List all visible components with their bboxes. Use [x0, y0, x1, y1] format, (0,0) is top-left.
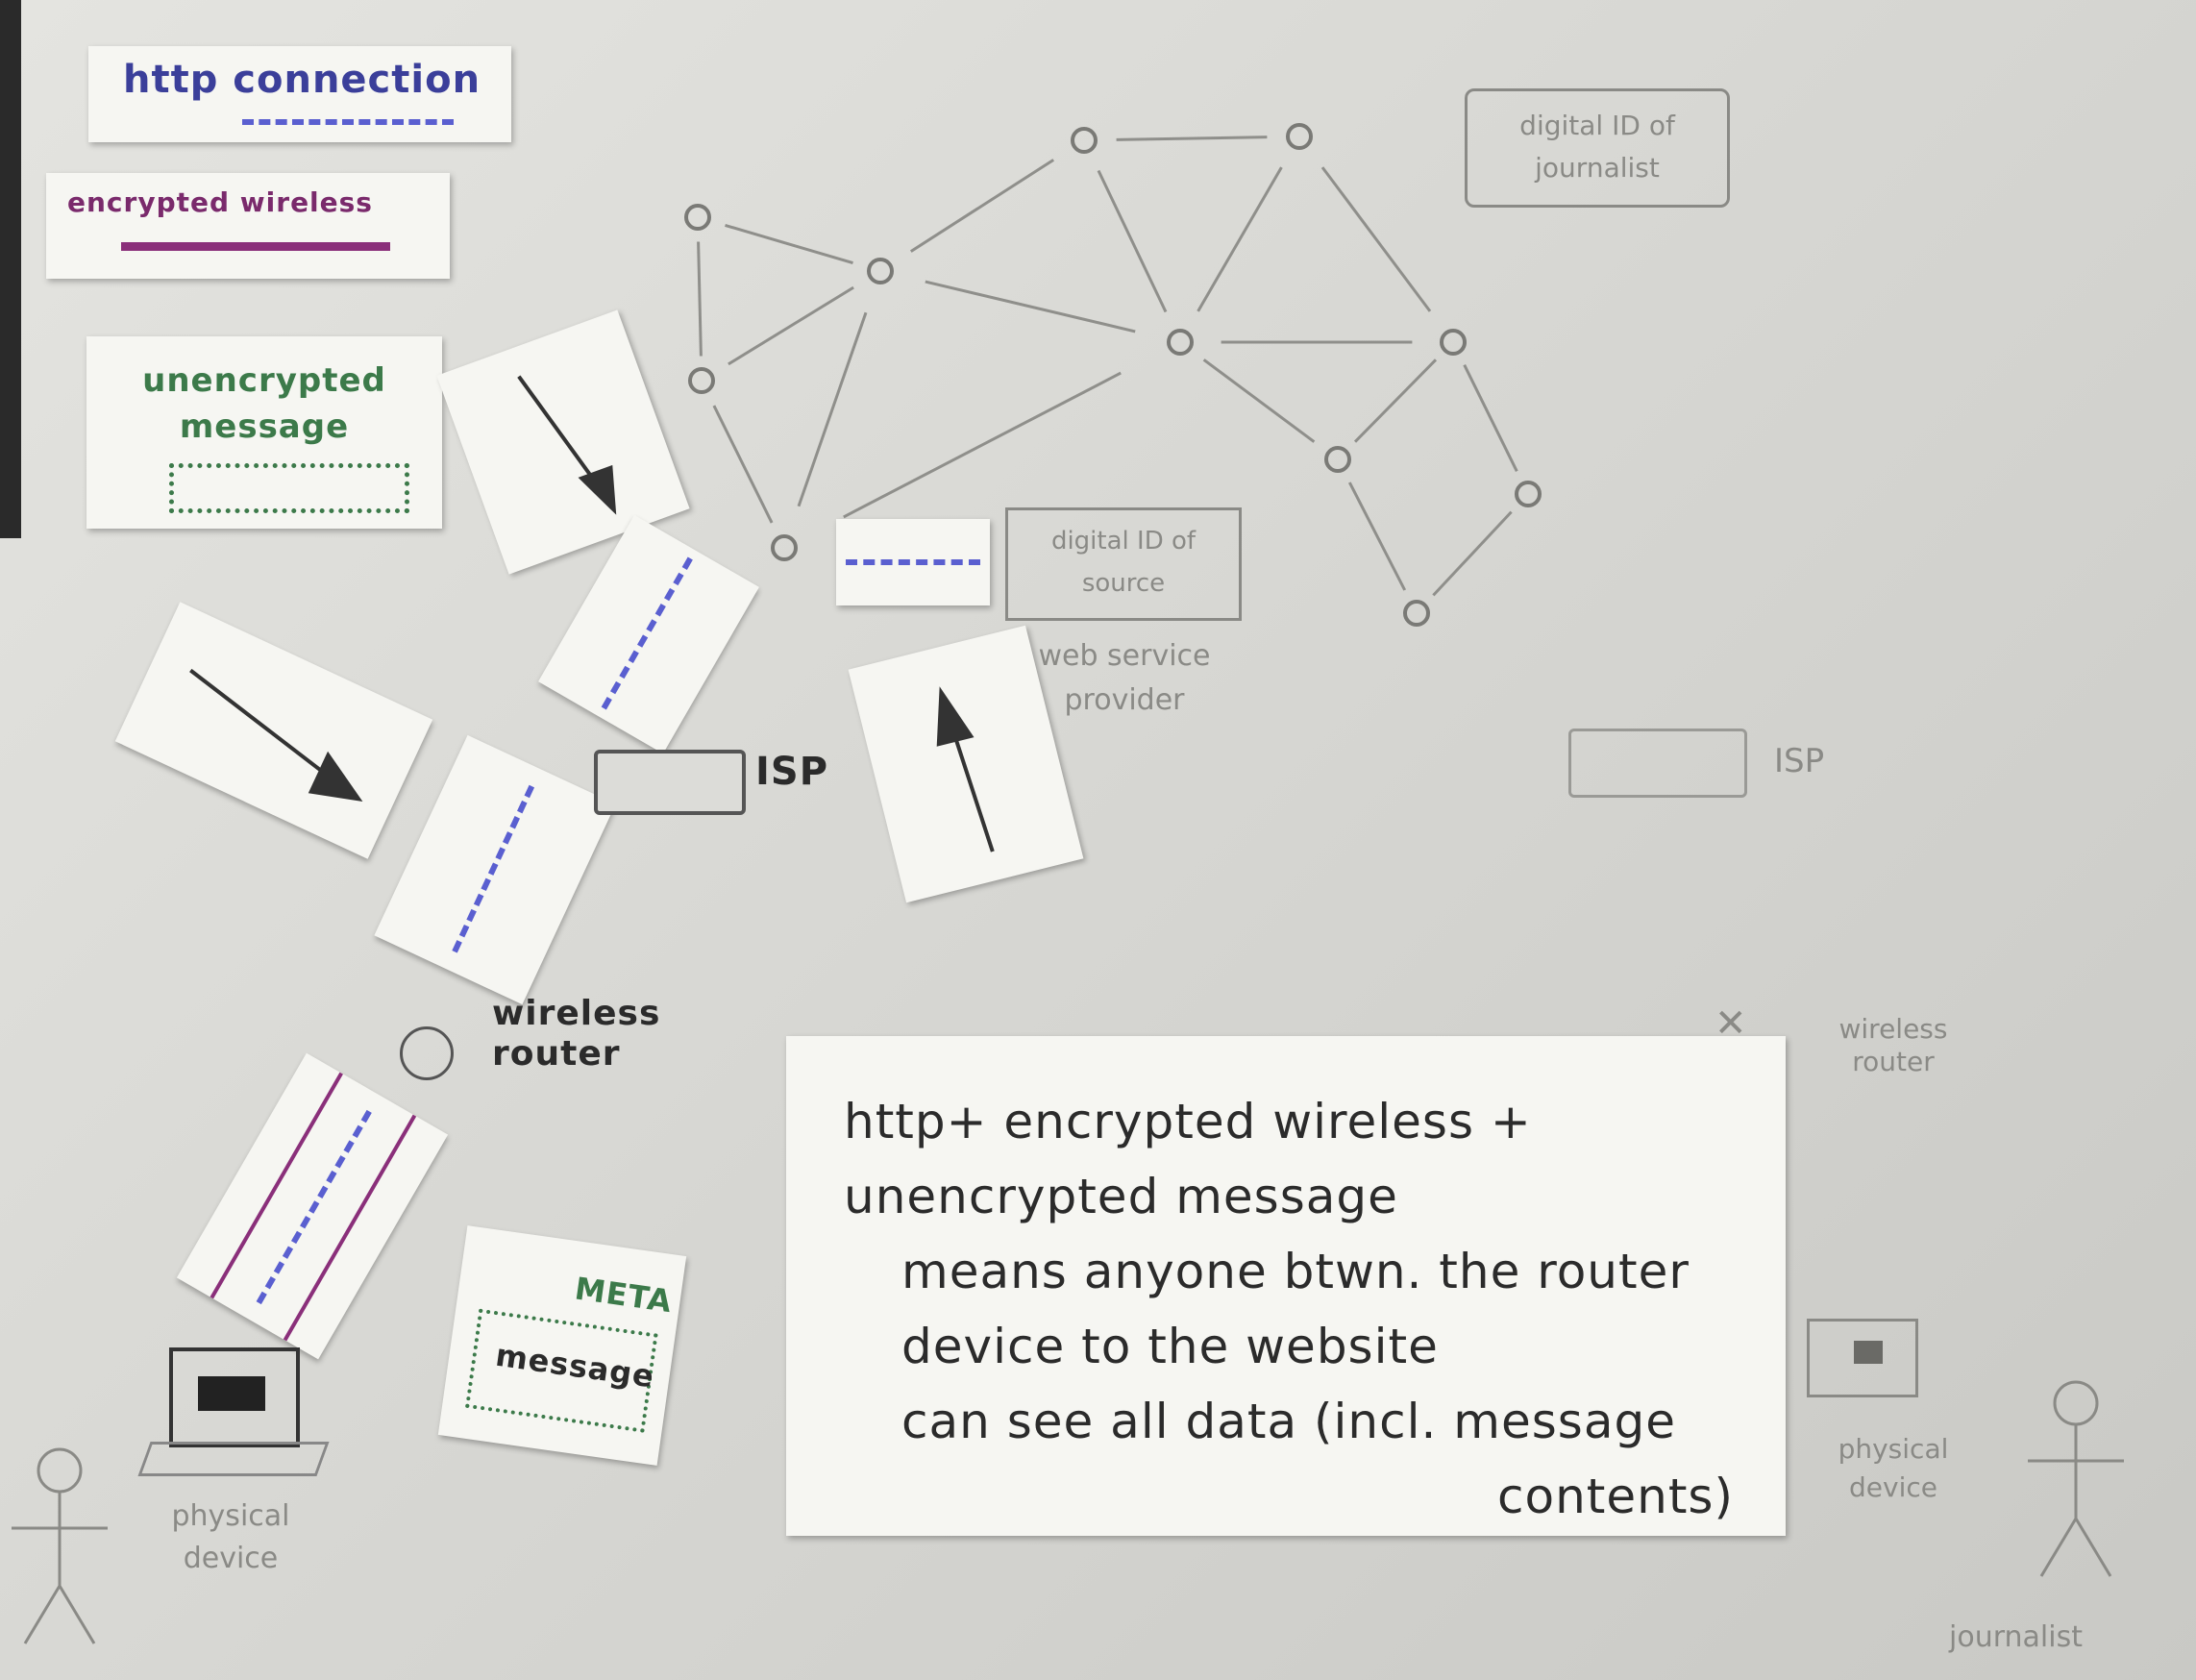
legend-message-label: unencrypted message — [142, 361, 386, 446]
network-node — [1515, 481, 1542, 507]
network-edge — [1320, 166, 1432, 312]
physical-device-label-left: physical device — [171, 1499, 290, 1575]
router-icon-left — [400, 1026, 454, 1080]
network-edge — [843, 371, 1122, 519]
explanation-note-card: http+ encrypted wireless + unencrypted m… — [786, 1036, 1786, 1536]
network-edge — [697, 241, 703, 357]
meta-label: META — [572, 1270, 675, 1321]
isp-label-left: ISP — [755, 750, 829, 794]
network-edge — [1197, 166, 1283, 312]
note-line-6: contents) — [1497, 1469, 1734, 1524]
legend-wireless-swatch — [121, 242, 390, 251]
laptop-icon-right — [1807, 1319, 1918, 1397]
isp-label-right: ISP — [1774, 742, 1825, 780]
arrow-right-icon — [189, 668, 363, 802]
stick-figure-source — [12, 1447, 108, 1644]
router-label-right: wireless router — [1838, 1013, 1948, 1077]
note-line-1: http+ encrypted wireless + — [844, 1094, 1532, 1149]
journalist-label: journalist — [1949, 1620, 2083, 1654]
network-edge — [728, 285, 854, 366]
arrow-card-up — [848, 625, 1084, 903]
digital-id-journalist-box: digital ID of journalist — [1465, 88, 1730, 208]
router-label-left: wireless router — [492, 994, 661, 1074]
digital-id-journalist-label: digital ID of journalist — [1519, 110, 1675, 184]
network-node — [1286, 123, 1313, 150]
http-strip-dash-2 — [846, 559, 980, 565]
http-strip-dash-1 — [601, 556, 693, 710]
network-edge — [725, 223, 853, 265]
arrow-card-right — [114, 602, 433, 859]
network-node — [867, 258, 894, 284]
laptop-screen-right — [1854, 1341, 1883, 1364]
network-node — [1167, 329, 1194, 356]
stick-figure-journalist — [2028, 1380, 2124, 1577]
note-line-2: unencrypted message — [844, 1169, 1398, 1224]
laptop-base-left — [137, 1442, 330, 1476]
arrow-card-down — [436, 309, 690, 575]
http-strip-dash-3 — [452, 784, 535, 953]
network-node — [1403, 600, 1430, 627]
legend-wireless-label: encrypted wireless — [67, 186, 373, 218]
legend-http-swatch — [242, 119, 454, 125]
network-edge — [1116, 136, 1268, 141]
network-edge — [1202, 358, 1316, 443]
isp-box-left — [594, 750, 746, 815]
wireless-http-dash — [256, 1109, 372, 1305]
legend-wireless-card: encrypted wireless — [46, 173, 450, 279]
network-node — [1324, 446, 1351, 473]
laptop-screen-left — [198, 1376, 265, 1411]
network-node — [1440, 329, 1467, 356]
legend-http-card: http connection — [88, 46, 511, 142]
legend-http-label: http connection — [123, 58, 481, 102]
digital-id-source-box: digital ID of source — [1005, 507, 1242, 621]
meta-card: META message — [437, 1225, 687, 1466]
isp-box-right — [1568, 729, 1747, 798]
network-edge — [925, 280, 1136, 334]
network-edge — [1463, 364, 1518, 472]
router-icon-right: ✕ — [1715, 1001, 1747, 1046]
http-strip-card-2 — [836, 519, 990, 605]
network-edge — [1432, 510, 1513, 597]
note-line-5: can see all data (incl. message — [901, 1394, 1676, 1449]
network-edge — [1353, 358, 1438, 443]
note-line-3: means anyone btwn. the router — [901, 1244, 1690, 1299]
arrow-up-icon — [936, 686, 995, 852]
network-edge — [712, 405, 774, 524]
note-text: http+ encrypted wireless + unencrypted m… — [825, 1084, 1747, 1534]
web-service-provider-label: web service provider — [1038, 639, 1211, 717]
note-line-4: device to the website — [901, 1319, 1439, 1374]
table-edge — [0, 0, 21, 538]
network-node — [688, 367, 715, 394]
network-edge — [1347, 482, 1407, 591]
network-node — [771, 534, 798, 561]
network-node — [684, 204, 711, 231]
legend-message-swatch — [169, 463, 409, 513]
laptop-icon-left — [169, 1347, 300, 1447]
physical-device-label-right: physical device — [1838, 1433, 1949, 1503]
network-edge — [909, 159, 1055, 253]
arrow-down-icon — [517, 375, 617, 515]
network-edge — [797, 311, 868, 507]
network-edge — [1097, 169, 1168, 313]
network-node — [1071, 127, 1098, 154]
legend-message-card: unencrypted message — [86, 336, 442, 529]
digital-id-source-label: digital ID of source — [1050, 527, 1197, 598]
